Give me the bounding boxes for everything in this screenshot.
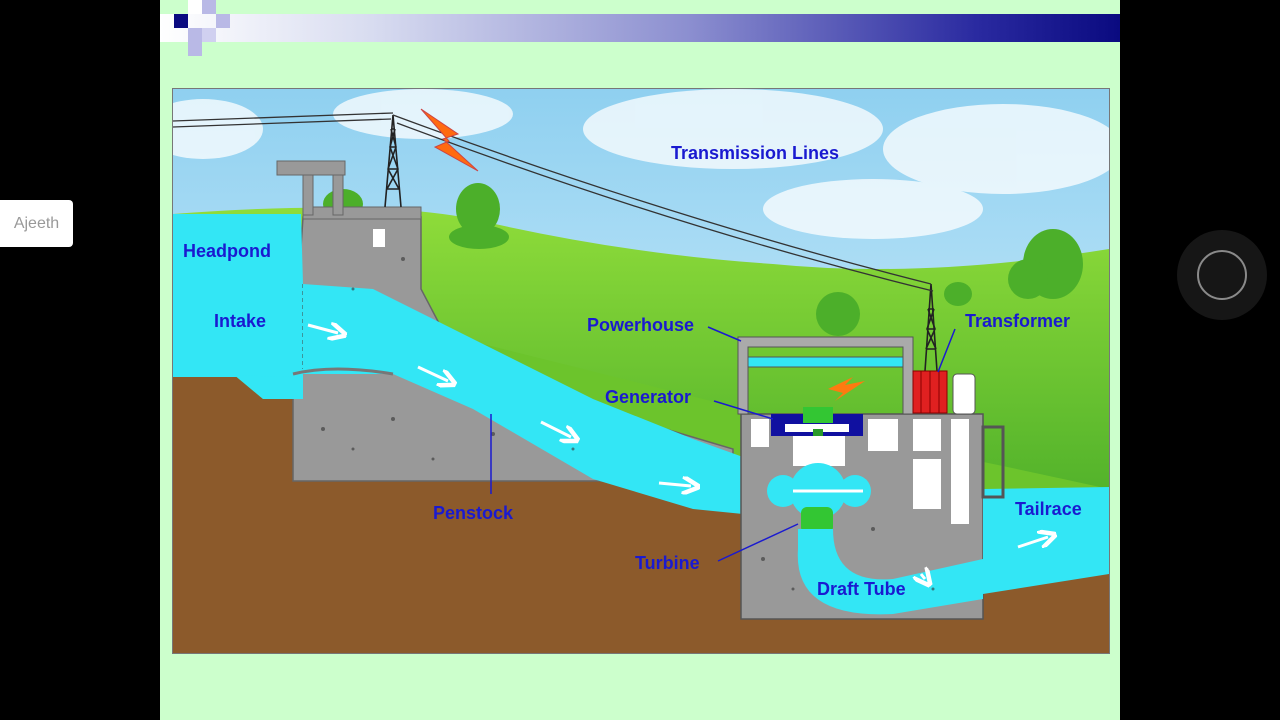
draft-tube-water	[797, 529, 983, 615]
lightning-bolt-icon	[420, 108, 479, 172]
headpond-lower	[173, 374, 303, 399]
label-powerhouse: Powerhouse	[587, 315, 694, 335]
powerhouse-roof	[737, 336, 914, 415]
slide-header-bar	[160, 14, 1120, 42]
power-lines	[173, 112, 934, 292]
gate-hoist	[276, 160, 346, 176]
label-intake: Intake	[214, 311, 266, 331]
label-draft-tube: Draft Tube	[817, 579, 906, 599]
label-penstock: Penstock	[433, 503, 514, 523]
flow-arrows	[307, 325, 1048, 579]
user-name-badge: Ajeeth	[0, 200, 73, 247]
label-transformer: Transformer	[965, 311, 1070, 331]
hydroelectric-plant-diagram: Transmission Lines Headpond Intake Penst…	[172, 88, 1110, 654]
turbine-runner	[801, 507, 833, 533]
dam-tower	[302, 206, 422, 220]
clouds	[173, 89, 1109, 239]
dam-structure	[292, 216, 734, 482]
leader-lines	[490, 326, 956, 562]
lightning-bolt-small-icon	[828, 377, 865, 401]
label-generator: Generator	[605, 387, 691, 407]
presentation-slide: Transmission Lines Headpond Intake Penst…	[160, 0, 1120, 720]
penstock-water	[303, 284, 743, 514]
record-button[interactable]	[1177, 230, 1267, 320]
user-name-label: Ajeeth	[13, 214, 60, 232]
trees	[323, 183, 1083, 336]
label-turbine: Turbine	[635, 553, 700, 573]
circle-ring-icon	[1197, 250, 1247, 300]
headpond-water	[173, 214, 303, 377]
label-tailrace: Tailrace	[1015, 499, 1082, 519]
label-transmission-lines: Transmission Lines	[671, 143, 839, 163]
label-headpond: Headpond	[183, 241, 271, 261]
